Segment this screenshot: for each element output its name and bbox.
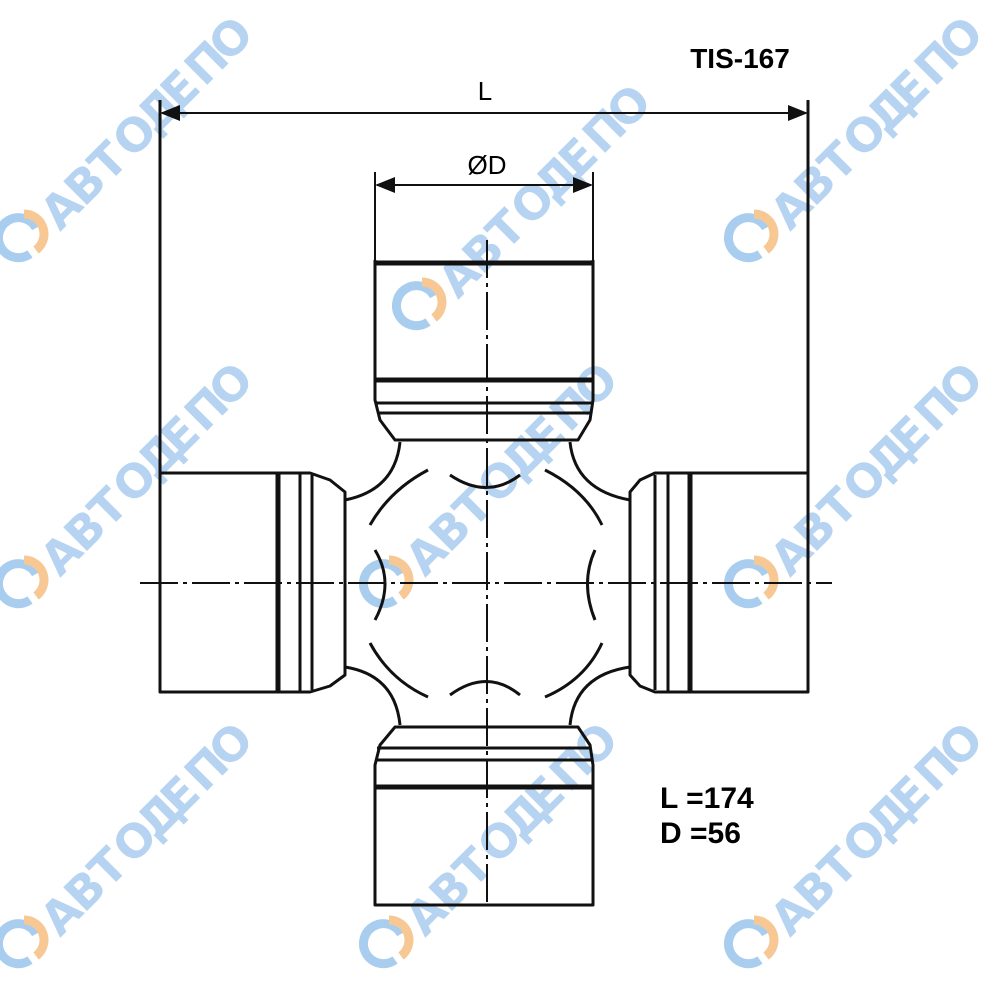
dimension-diameter: ØD (374, 150, 594, 260)
bottom-bearing-cap (373, 725, 595, 907)
watermark-logo-icon (0, 920, 44, 964)
spec-length: L =174 (660, 782, 754, 815)
watermark-logo-icon (728, 214, 774, 258)
watermark-logo-icon (363, 920, 409, 964)
diameter-label: ØD (468, 150, 507, 180)
part-number: TIS-167 (690, 43, 790, 74)
length-label: L (478, 76, 492, 106)
watermark-logo-icon (728, 920, 774, 964)
watermark-logo-icon (728, 560, 774, 604)
watermark-logo-icon (0, 214, 44, 258)
spec-diameter: D =56 (660, 817, 741, 850)
watermark-logo-icon (396, 282, 442, 326)
watermark-logo-icon (0, 560, 44, 604)
